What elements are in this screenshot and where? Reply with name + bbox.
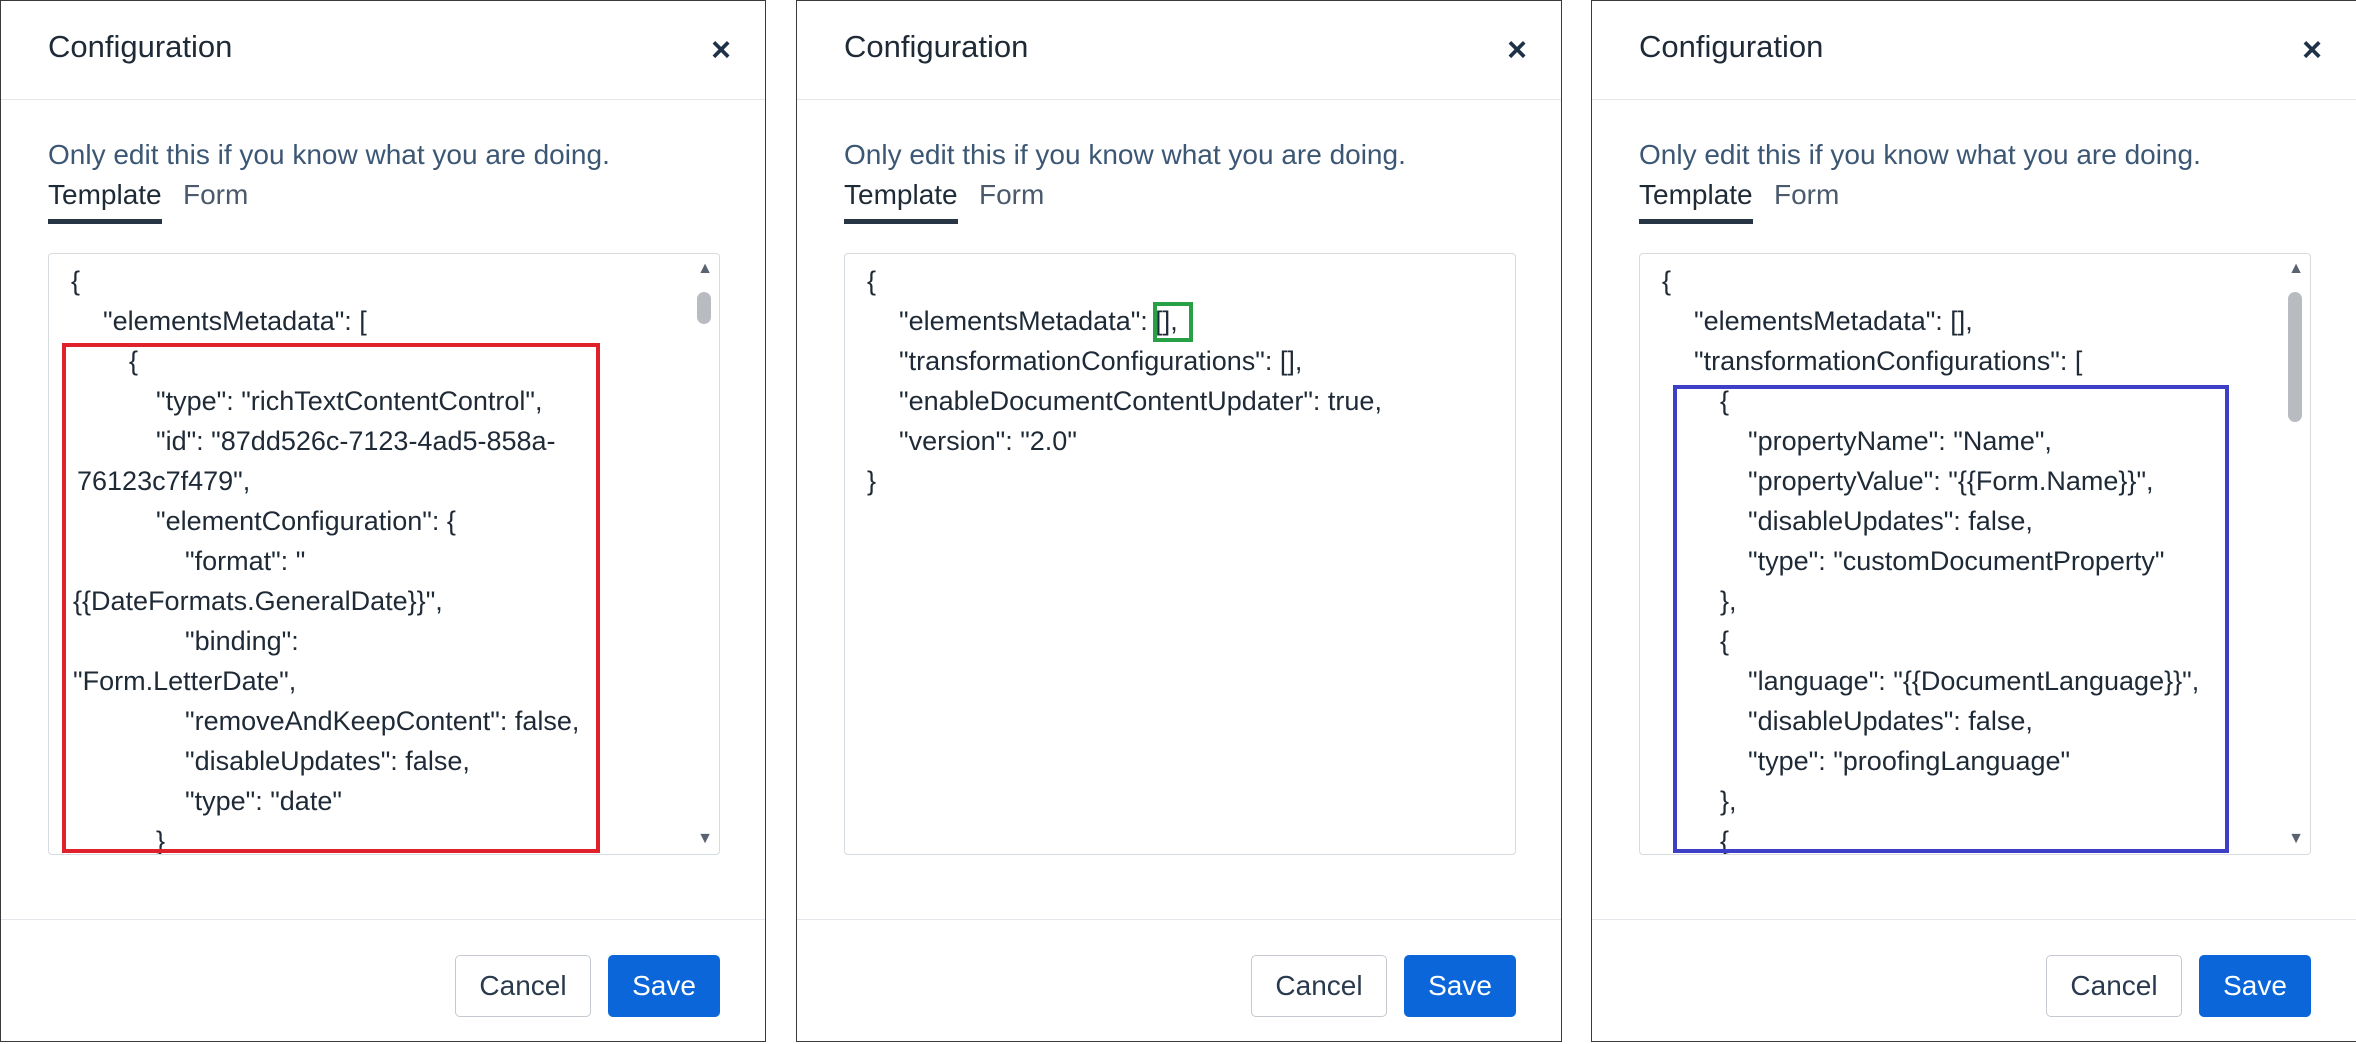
configuration-dialog-3: Configuration × Only edit this if you kn… xyxy=(1591,0,2356,1042)
code-line: "Form.LetterDate", xyxy=(73,666,297,696)
code-line: "type": "proofingLanguage" xyxy=(1748,746,2071,776)
code-line: { xyxy=(867,266,877,296)
code-line: }, xyxy=(1720,586,1737,616)
code-line: "format": " xyxy=(185,546,306,576)
scroll-up-icon[interactable]: ▲ xyxy=(697,260,713,277)
code-line: {{DateFormats.GeneralDate}}", xyxy=(73,586,443,616)
code-line: "transformationConfigurations": [ xyxy=(1694,346,2083,376)
close-icon[interactable]: × xyxy=(1507,31,1527,69)
cancel-button[interactable]: Cancel xyxy=(455,955,591,1017)
code-line: } xyxy=(156,826,166,855)
dialog-title: Configuration xyxy=(48,29,233,64)
scroll-up-icon[interactable]: ▲ xyxy=(2288,260,2304,277)
code-line: "elementsMetadata": [ xyxy=(103,306,367,336)
code-line: { xyxy=(1720,626,1730,656)
code-line: "propertyValue": "{{Form.Name}}", xyxy=(1748,466,2154,496)
code-area[interactable]: { "elementsMetadata": [], "transformatio… xyxy=(1640,254,2310,854)
dialog-footer xyxy=(1,919,765,1044)
dialog-title: Configuration xyxy=(1639,29,1824,64)
code-line: "elementConfiguration": { xyxy=(156,506,456,536)
code-line: "version": "2.0" xyxy=(899,426,1077,456)
dialog-title: Configuration xyxy=(844,29,1029,64)
template-json-editor[interactable]: { "elementsMetadata": [], "transformatio… xyxy=(844,253,1516,855)
code-line: "transformationConfigurations": [], xyxy=(899,346,1303,376)
warning-text: Only edit this if you know what you are … xyxy=(844,139,1406,170)
code-line: "type": "richTextContentControl", xyxy=(156,386,543,416)
editor-scrollbar[interactable]: ▲ ▼ xyxy=(2282,254,2310,854)
tab-form[interactable]: Form xyxy=(979,179,1045,210)
code-line: "disableUpdates": false, xyxy=(185,746,470,776)
editor-scrollbar[interactable]: ▲ ▼ xyxy=(691,254,719,854)
close-icon[interactable]: × xyxy=(711,31,731,69)
tab-form[interactable]: Form xyxy=(1774,179,1840,210)
code-line: { xyxy=(71,266,81,296)
code-line: { xyxy=(1720,386,1730,416)
dialog-footer xyxy=(1592,919,2356,1044)
code-line: "propertyName": "Name", xyxy=(1748,426,2052,456)
scroll-down-icon[interactable]: ▼ xyxy=(2288,830,2304,847)
highlight-box-red xyxy=(62,343,600,853)
dialog-header: Configuration × xyxy=(797,1,1561,100)
code-line: "disableUpdates": false, xyxy=(1748,506,2033,536)
tab-template[interactable]: Template xyxy=(1639,179,1753,224)
scroll-thumb[interactable] xyxy=(697,292,711,324)
code-line: "id": "87dd526c-7123-4ad5-858a- xyxy=(156,426,556,456)
code-line: { xyxy=(1662,266,1672,296)
highlight-box-blue xyxy=(1673,385,2229,853)
warning-text: Only edit this if you know what you are … xyxy=(1639,139,2201,170)
code-line: } xyxy=(867,466,877,496)
code-line: "type": "customDocumentProperty" xyxy=(1748,546,2165,576)
save-button[interactable]: Save xyxy=(1404,955,1516,1017)
highlight-box-green xyxy=(1153,302,1193,342)
save-button[interactable]: Save xyxy=(608,955,720,1017)
save-button[interactable]: Save xyxy=(2199,955,2311,1017)
tab-form[interactable]: Form xyxy=(183,179,249,210)
configuration-dialog-2: Configuration × Only edit this if you kn… xyxy=(796,0,1562,1042)
template-json-editor[interactable]: { "elementsMetadata": [ { "type": "richT… xyxy=(48,253,720,855)
dialog-footer xyxy=(797,919,1561,1044)
dialog-header: Configuration × xyxy=(1,1,765,100)
code-line: "disableUpdates": false, xyxy=(1748,706,2033,736)
code-line: { xyxy=(129,346,139,376)
cancel-button[interactable]: Cancel xyxy=(2046,955,2182,1017)
code-area[interactable]: { "elementsMetadata": [], "transformatio… xyxy=(845,254,1515,854)
code-line: "language": "{{DocumentLanguage}}", xyxy=(1748,666,2200,696)
cancel-button[interactable]: Cancel xyxy=(1251,955,1387,1017)
warning-text: Only edit this if you know what you are … xyxy=(48,139,610,170)
code-line: }, xyxy=(1720,786,1737,816)
code-line: "removeAndKeepContent": false, xyxy=(185,706,580,736)
tab-template[interactable]: Template xyxy=(844,179,958,224)
configuration-dialog-1: Configuration × Only edit this if you kn… xyxy=(0,0,766,1042)
code-area[interactable]: { "elementsMetadata": [ { "type": "richT… xyxy=(49,254,719,854)
code-line: "elementsMetadata": [], xyxy=(1694,306,1973,336)
template-json-editor[interactable]: { "elementsMetadata": [], "transformatio… xyxy=(1639,253,2311,855)
dialog-header: Configuration × xyxy=(1592,1,2356,100)
tab-template[interactable]: Template xyxy=(48,179,162,224)
code-line: "type": "date" xyxy=(185,786,342,816)
scroll-thumb[interactable] xyxy=(2288,292,2302,422)
code-line: "elementsMetadata": [], xyxy=(899,306,1178,336)
close-icon[interactable]: × xyxy=(2302,31,2322,69)
code-line: "binding": xyxy=(185,626,299,656)
code-line: "enableDocumentContentUpdater": true, xyxy=(899,386,1382,416)
code-line: 76123c7f479", xyxy=(77,466,251,496)
code-line: { xyxy=(1720,826,1730,855)
scroll-down-icon[interactable]: ▼ xyxy=(697,830,713,847)
